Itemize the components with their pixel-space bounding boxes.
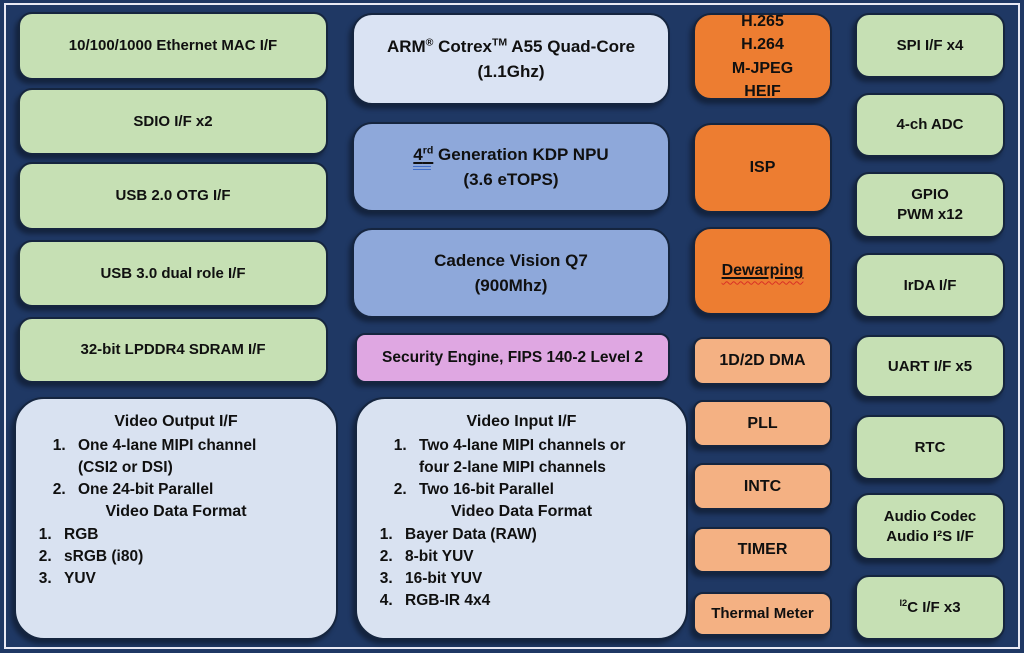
list-item: One 4-lane MIPI channel (CSI2 or DSI)	[70, 435, 330, 479]
block-label: 10/100/1000 Ethernet MAC I/F	[68, 37, 278, 55]
block-label: USB 3.0 dual role I/F	[100, 264, 246, 282]
list-item: YUV	[56, 568, 330, 590]
block-isp: ISP	[693, 123, 832, 213]
list-item: Two 4-lane MIPI channels or four 2-lane …	[411, 435, 680, 479]
block-label: TIMER	[737, 541, 788, 559]
block-timer: TIMER	[693, 527, 832, 573]
block-label: SPI I/F x4	[896, 36, 964, 54]
panel-video-input: Video Input I/F Two 4-lane MIPI channels…	[355, 397, 688, 640]
block-label: ARM® CotrexTM A55 Quad-Core(1.1Ghz)	[386, 35, 636, 82]
block-thermal-meter: Thermal Meter	[693, 592, 832, 636]
block-label: Thermal Meter	[711, 605, 814, 623]
video-output-interface-list: One 4-lane MIPI channel (CSI2 or DSI) On…	[22, 435, 330, 501]
block-label: USB 2.0 OTG I/F	[115, 187, 231, 205]
npu-tops: (3.6 eTOPS)	[463, 170, 559, 189]
video-output-format-title: Video Data Format	[105, 502, 247, 520]
block-label: ISP	[749, 159, 776, 177]
video-input-format-list: Bayer Data (RAW) 8-bit YUV 16-bit YUV RG…	[363, 524, 680, 612]
block-label: 4-ch ADC	[896, 116, 964, 134]
block-adc: 4-ch ADC	[855, 93, 1005, 157]
block-kdp-npu: 4rd Generation KDP NPU(3.6 eTOPS)	[352, 122, 670, 212]
block-usb3-dual-role: USB 3.0 dual role I/F	[18, 240, 328, 307]
block-ethernet-mac: 10/100/1000 Ethernet MAC I/F	[18, 12, 328, 80]
block-label: GPIO PWM x12	[897, 186, 963, 223]
block-label: 1D/2D DMA	[719, 352, 806, 370]
list-item: RGB	[56, 524, 330, 546]
npu-generation: 4rd	[413, 143, 434, 164]
block-label: Cadence Vision Q7(900Mhz)	[434, 250, 588, 296]
block-label: Security Engine, FIPS 140-2 Level 2	[381, 348, 644, 366]
block-usb2-otg: USB 2.0 OTG I/F	[18, 162, 328, 230]
block-arm-cpu: ARM® CotrexTM A55 Quad-Core(1.1Ghz)	[352, 13, 670, 105]
video-input-format-title: Video Data Format	[450, 502, 593, 520]
block-label: H.265 H.264 M-JPEG HEIF	[731, 13, 794, 100]
block-pll: PLL	[693, 400, 832, 447]
block-intc: INTC	[693, 463, 832, 510]
list-item: RGB-IR 4x4	[397, 590, 680, 612]
block-irda: IrDA I/F	[855, 253, 1005, 318]
list-item: Two 16-bit Parallel	[411, 479, 680, 501]
block-label: I2C I/F x3	[899, 597, 961, 616]
list-item: One 24-bit Parallel	[70, 479, 330, 501]
registered-mark: ®	[425, 35, 434, 48]
block-label: UART I/F x5	[887, 357, 973, 375]
block-label: SDIO I/F x2	[133, 112, 213, 130]
dsp-clock: (900Mhz)	[474, 276, 548, 295]
block-label: PLL	[747, 414, 778, 432]
block-audio-codec: Audio Codec Audio I²S I/F	[855, 493, 1005, 560]
block-label: Dewarping	[721, 262, 804, 280]
block-label: 4rd Generation KDP NPU(3.6 eTOPS)	[413, 143, 609, 190]
trademark-mark: TM	[492, 35, 508, 48]
block-sdio: SDIO I/F x2	[18, 88, 328, 155]
block-label: RTC	[914, 438, 946, 456]
block-i2c: I2C I/F x3	[855, 575, 1005, 640]
block-spi: SPI I/F x4	[855, 13, 1005, 78]
panel-video-output: Video Output I/F One 4-lane MIPI channel…	[14, 397, 338, 640]
list-item: Bayer Data (RAW)	[397, 524, 680, 546]
list-item: sRGB (i80)	[56, 546, 330, 568]
block-dma: 1D/2D DMA	[693, 337, 832, 385]
cpu-clock: (1.1Ghz)	[477, 62, 545, 81]
block-cadence-vision-dsp: Cadence Vision Q7(900Mhz)	[352, 228, 670, 318]
block-label: INTC	[743, 477, 782, 495]
block-label: Audio Codec Audio I²S I/F	[883, 507, 977, 545]
block-dewarping: Dewarping	[693, 227, 832, 315]
block-uart: UART I/F x5	[855, 335, 1005, 398]
block-gpio-pwm: GPIO PWM x12	[855, 172, 1005, 238]
block-security-engine: Security Engine, FIPS 140-2 Level 2	[355, 333, 670, 383]
block-lpddr4-sdram: 32-bit LPDDR4 SDRAM I/F	[18, 317, 328, 383]
block-label: 32-bit LPDDR4 SDRAM I/F	[80, 341, 266, 359]
list-item: 16-bit YUV	[397, 568, 680, 590]
block-label: IrDA I/F	[903, 276, 957, 294]
list-item: 8-bit YUV	[397, 546, 680, 568]
video-input-interface-list: Two 4-lane MIPI channels or four 2-lane …	[363, 435, 680, 501]
video-input-title: Video Input I/F	[466, 413, 577, 430]
block-rtc: RTC	[855, 415, 1005, 480]
video-output-format-list: RGB sRGB (i80) YUV	[22, 524, 330, 590]
block-video-codec: H.265 H.264 M-JPEG HEIF	[693, 13, 832, 100]
video-output-title: Video Output I/F	[114, 413, 238, 430]
